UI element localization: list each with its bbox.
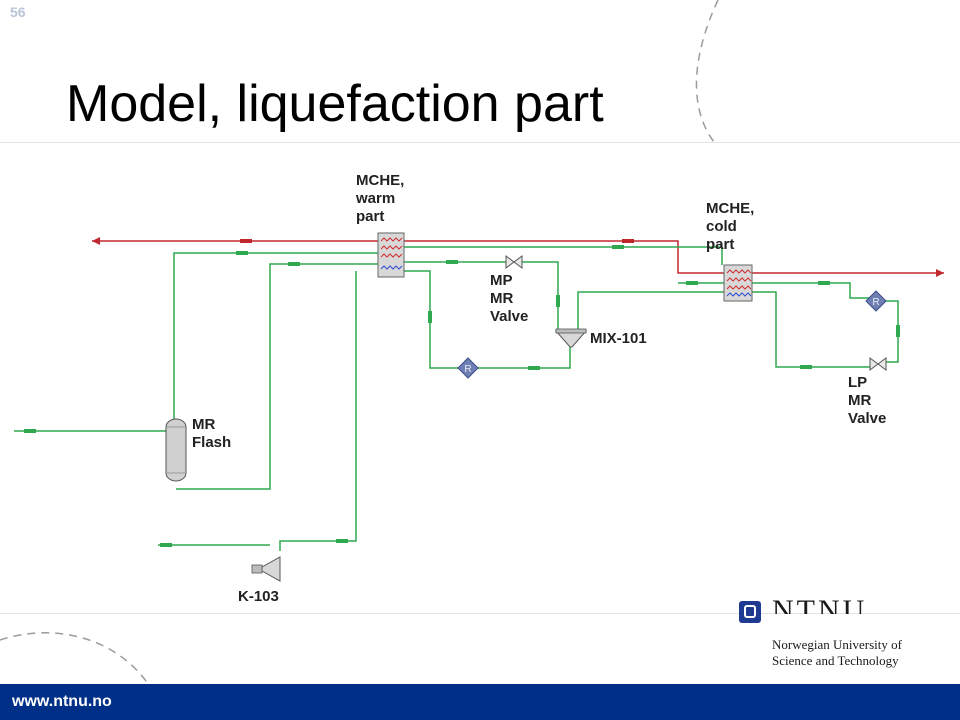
- lp-valve-label: LP MR Valve: [848, 374, 886, 427]
- process-flow-diagram: MCHE, warm part MCHE, cold part MP MR Va…: [0, 142, 960, 614]
- hot-feed-stream: [92, 240, 944, 274]
- mp-mr-valve: [505, 255, 523, 269]
- mche-warm-exchanger: [377, 232, 405, 278]
- mix-101-mixer: [554, 328, 588, 348]
- footer-bar: www.ntnu.no: [0, 684, 960, 720]
- mix-101-label: MIX-101: [590, 330, 647, 347]
- logo-subtitle-line2: Science and Technology: [772, 653, 899, 668]
- mche-cold-exchanger: [723, 264, 753, 302]
- ntnu-logo-icon: [739, 601, 761, 623]
- page-title: Model, liquefaction part: [66, 75, 604, 133]
- k-103-label: K-103: [238, 588, 279, 605]
- mr-streams: [14, 246, 899, 551]
- mche-warm-label: MCHE, warm part: [355, 172, 409, 225]
- svg-text:R: R: [872, 297, 879, 308]
- lp-mr-valve: [869, 357, 887, 371]
- logo-subtitle-line1: Norwegian University of: [772, 637, 902, 652]
- footer-url-link[interactable]: www.ntnu.no: [12, 693, 112, 710]
- recycle-block-2: R: [865, 290, 887, 312]
- k-103-compressor: [251, 556, 281, 582]
- mr-stream-arrows: [24, 245, 900, 547]
- hot-stream-arrows: [92, 237, 944, 277]
- mr-flash-separator: [165, 418, 187, 482]
- svg-text:R: R: [464, 364, 471, 375]
- mp-valve-label: MP MR Valve: [490, 272, 528, 325]
- mche-cold-label: MCHE, cold part: [706, 200, 759, 253]
- slide-number: 56: [10, 4, 26, 20]
- recycle-block-1: R: [457, 357, 479, 379]
- flowsheet-svg: MCHE, warm part MCHE, cold part MP MR Va…: [14, 172, 944, 605]
- ntnu-logo-wordmark: NTNU: [772, 596, 868, 614]
- mr-flash-label: MR Flash: [192, 416, 231, 451]
